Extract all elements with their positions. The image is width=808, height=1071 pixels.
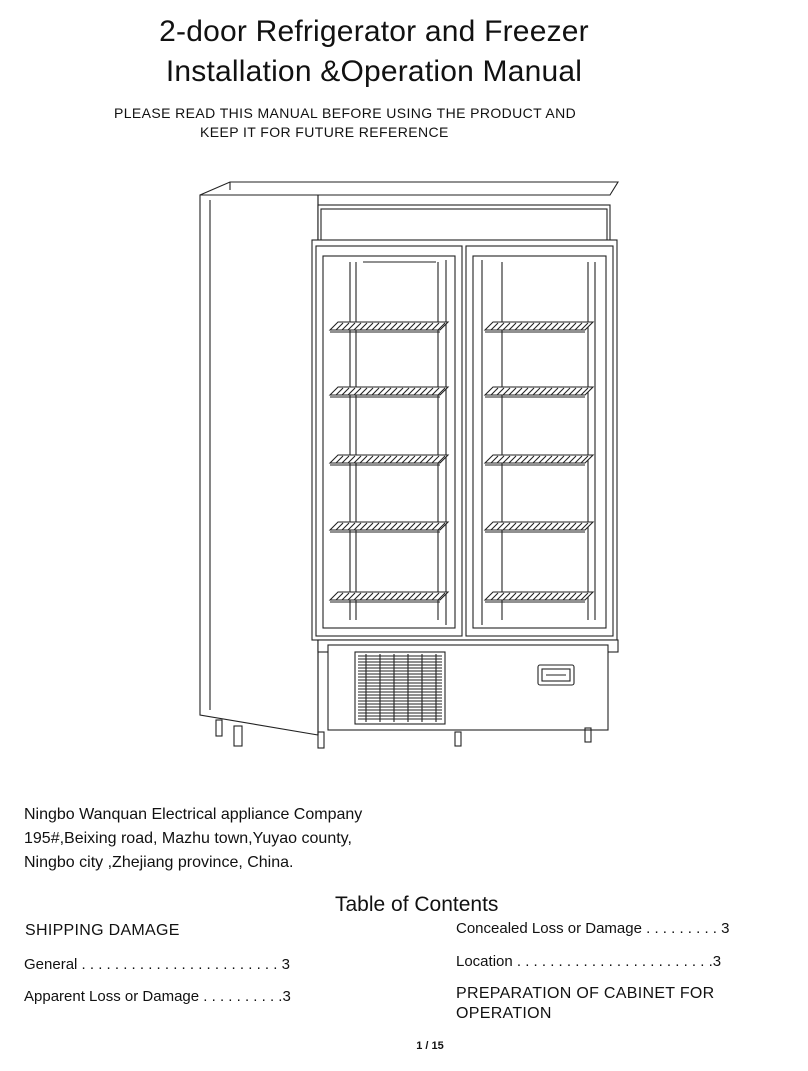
shelf	[483, 591, 595, 603]
toc-title: Table of Contents	[335, 893, 499, 916]
temperature-controller	[537, 664, 575, 686]
company-name: Ningbo Wanquan Electrical appliance Comp…	[24, 806, 363, 823]
shelf	[328, 521, 450, 533]
manual-title-line1: 2-door Refrigerator and Freezer	[159, 15, 589, 48]
notice-line2: KEEP IT FOR FUTURE REFERENCE	[200, 124, 449, 140]
toc-entry-location[interactable]: Location . . . . . . . . . . . . . . . .…	[456, 953, 722, 970]
shelf	[328, 386, 450, 398]
shelf	[483, 454, 595, 466]
shelf	[328, 591, 450, 603]
cabinet-side-panel	[199, 194, 319, 736]
shelf	[483, 386, 595, 398]
toc-entry-general[interactable]: General . . . . . . . . . . . . . . . . …	[24, 956, 290, 973]
vent-grille	[354, 651, 446, 725]
company-address-line1: 195#,Beixing road, Mazhu town,Yuyao coun…	[24, 830, 352, 847]
shelf	[483, 321, 595, 333]
door-frame	[311, 239, 618, 641]
shelf	[328, 454, 450, 466]
toc-entry-apparent-loss[interactable]: Apparent Loss or Damage . . . . . . . . …	[24, 988, 291, 1005]
shelf	[328, 321, 450, 333]
refrigerator-illustration	[199, 181, 619, 749]
cabinet-top	[199, 181, 619, 196]
wire-shelves	[328, 321, 595, 603]
toc-heading-preparation-line1[interactable]: PREPARATION OF CABINET FOR	[456, 985, 715, 1002]
shelf	[483, 521, 595, 533]
toc-heading-shipping-damage[interactable]: SHIPPING DAMAGE	[25, 922, 180, 939]
company-address-line2: Ningbo city ,Zhejiang province, China.	[24, 854, 294, 871]
toc-heading-preparation-line2[interactable]: OPERATION	[456, 1005, 552, 1022]
notice-line1: PLEASE READ THIS MANUAL BEFORE USING THE…	[114, 105, 577, 121]
page-number: 1 / 15	[416, 1040, 444, 1052]
cabinet-feet	[215, 719, 592, 749]
manual-title-line2: Installation &Operation Manual	[165, 55, 583, 88]
toc-entry-concealed-loss[interactable]: Concealed Loss or Damage . . . . . . . .…	[456, 920, 730, 937]
